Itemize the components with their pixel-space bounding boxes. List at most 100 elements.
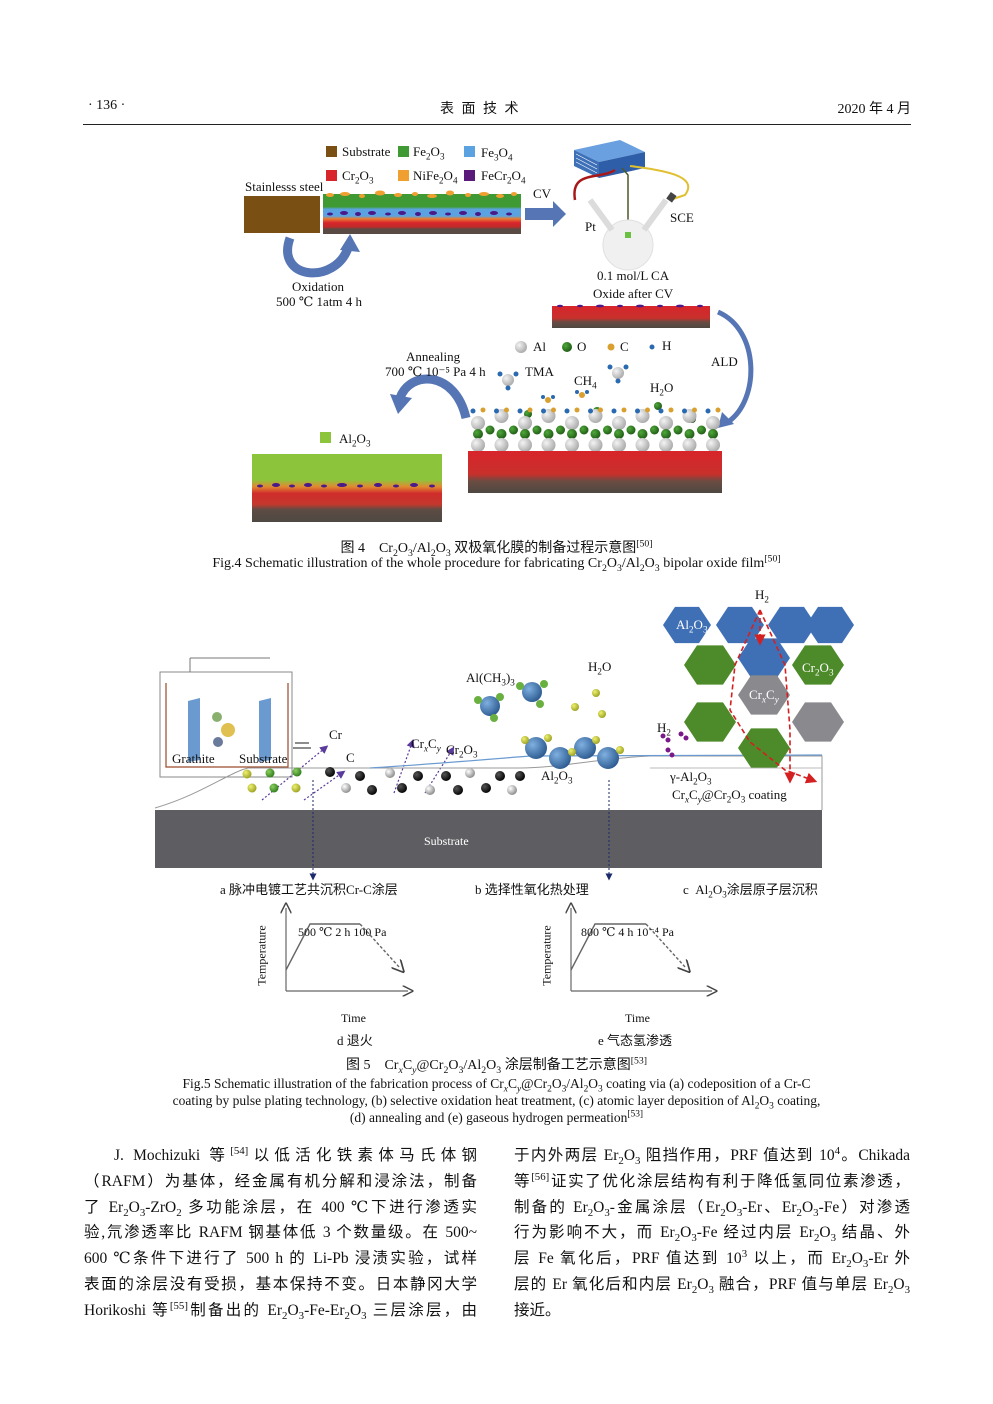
crxcy-label: CrxCy xyxy=(411,736,441,754)
substrate-label: Substrate xyxy=(424,834,469,848)
body-line: Horikoshi 等[55]制备出的 Er2O3-Fe-Er2O3 三层涂层，… xyxy=(84,1299,477,1322)
plot-d-condition: 500 ℃ 2 h 100 Pa xyxy=(298,925,387,939)
grathite-label: Grathite xyxy=(172,751,215,766)
fecr2o4-particles xyxy=(327,211,512,216)
h-atom xyxy=(682,408,687,414)
o-atom xyxy=(485,425,495,435)
body-line: J. Mochizuki 等[54]以低活化铁素体马氏体钢 xyxy=(114,1144,477,1164)
header-rule xyxy=(83,124,911,125)
o-atom xyxy=(590,429,601,439)
electrochemical-cell xyxy=(573,140,689,271)
o-atom xyxy=(520,429,530,439)
h-atom xyxy=(588,408,593,414)
legend-swatch-nife2o4 xyxy=(398,170,409,181)
legend-swatch-al2o3 xyxy=(320,432,331,443)
h2-top-label: H2 xyxy=(755,587,769,605)
hydrogen-paths xyxy=(729,609,818,784)
hexagon-grain xyxy=(792,645,844,685)
hexagon-grain xyxy=(684,702,736,742)
al-atom xyxy=(471,438,485,452)
ca-label: 0.1 mol/L CA xyxy=(597,268,670,283)
al-atom xyxy=(518,438,532,452)
atom-label-h: H xyxy=(662,338,672,353)
legend-label-fe2o3: Fe2O3 xyxy=(413,144,445,162)
o-atom xyxy=(567,429,577,439)
o-atom xyxy=(697,425,706,435)
legend-label-nife2o4: NiFe2O4 xyxy=(413,168,458,186)
o-atom xyxy=(673,425,683,435)
step-a-label: a 脉冲电镀工艺共沉积Cr-C涂层 xyxy=(220,882,398,897)
annealing-condition: 700 ℃ 10⁻⁵ Pa 4 h xyxy=(385,364,486,379)
hexagon-grain xyxy=(806,606,854,644)
c-atom xyxy=(480,407,486,413)
atom-label-o: O xyxy=(577,339,587,354)
h-atom xyxy=(611,408,617,414)
al2o3-layer-line xyxy=(369,754,823,769)
al-atom xyxy=(565,416,579,430)
body-line: 验,氘渗透率比 RAFM 钢基体低 3 个数量级。在 500~ xyxy=(84,1224,477,1242)
oxide-after-cv-layer xyxy=(552,306,710,328)
o-atom xyxy=(684,429,695,439)
cr-c-particle xyxy=(269,783,279,793)
final-al2o3-film xyxy=(252,454,442,522)
hex-al2o3-label: Al2O3 xyxy=(676,617,708,635)
annealing-arrow-head xyxy=(390,394,412,414)
figure-5-caption-en: Fig.5 Schematic illustration of the fabr… xyxy=(0,1075,993,1126)
o-atom xyxy=(556,425,565,435)
al2o3-layer-label: Al2O3 xyxy=(541,768,573,786)
legend-swatch-fe2o3 xyxy=(398,146,409,157)
oxidized-particle xyxy=(341,783,351,793)
hexagon-grain xyxy=(716,606,764,644)
cv-arrow xyxy=(525,201,566,227)
c-atom xyxy=(527,407,533,413)
atom-label-c: C xyxy=(620,339,629,354)
ald-label: ALD xyxy=(711,354,738,369)
annealing-label: Annealing xyxy=(406,349,461,364)
h2o-label: H2O xyxy=(650,380,674,398)
fig5-substrate xyxy=(155,810,822,868)
caption-en-line-1: Fig.5 Schematic illustration of the fabr… xyxy=(182,1076,811,1095)
plot-e-ylabel: Temperature xyxy=(539,925,554,986)
figure-4-caption-en: Fig.4 Schematic illustration of the whol… xyxy=(212,553,781,574)
oxidized-particle xyxy=(481,783,491,793)
body-line: 层的 Er 氧化后和内层 Er2O3 融合，PRF 值与单层 Er2O3 xyxy=(514,1275,910,1297)
o-atom xyxy=(473,429,483,439)
hex-crxcy-label: CrxCy xyxy=(749,687,779,705)
oxidation-arrow-head xyxy=(340,234,360,252)
cv-label: CV xyxy=(533,186,552,201)
h2-side-label: H2 xyxy=(657,720,671,738)
page-number: · 136 · xyxy=(88,98,126,113)
oxidized-particle xyxy=(425,785,435,795)
h-atom xyxy=(470,408,476,414)
journal-title: 表 面 技 术 xyxy=(440,102,521,117)
plot-d-ylabel: Temperature xyxy=(254,925,269,986)
gamma-al2o3-label: γ-Al2O3 xyxy=(670,769,712,787)
al-atom xyxy=(518,416,532,430)
o-atom xyxy=(579,425,589,435)
body-line: 600 ℃条件下进行了 500 h 的 Li-Pb 浸渍实验，试样 xyxy=(84,1250,477,1268)
al-atom xyxy=(706,416,720,430)
al-atom xyxy=(612,438,626,452)
figure-4: Substrate Fe2O3 Fe3O4 Cr2O3 NiFe2O4 FeCr… xyxy=(0,130,993,530)
o-atom xyxy=(708,429,718,439)
o-atom xyxy=(532,425,542,435)
oxidized-particle xyxy=(325,767,335,777)
oxidized-particle xyxy=(413,771,423,781)
o-atom xyxy=(496,429,507,439)
cr2o3-label: Cr2O3 xyxy=(446,742,478,760)
figure-4-caption-cn: 图 4 Cr2O3/Al2O3 双极氧化膜的制备过程示意图[50] xyxy=(340,538,653,559)
al-atom xyxy=(471,416,485,430)
hexagon-grain xyxy=(684,645,736,685)
c-atom xyxy=(504,407,509,413)
c-atom xyxy=(551,407,556,413)
h-atom xyxy=(494,408,499,414)
oxidized-particle xyxy=(465,768,475,778)
hexagon-grains xyxy=(663,606,854,768)
oxide-after-cv-label: Oxide after CV xyxy=(593,286,674,301)
step-e-label: e 气态氢渗透 xyxy=(598,1033,673,1048)
o-atom xyxy=(661,429,671,439)
al-atom xyxy=(706,438,720,452)
hex-cr2o3-label: Cr2O3 xyxy=(802,660,834,678)
h2o-fig5-label: H2O xyxy=(588,659,612,677)
o-atom xyxy=(543,429,554,439)
